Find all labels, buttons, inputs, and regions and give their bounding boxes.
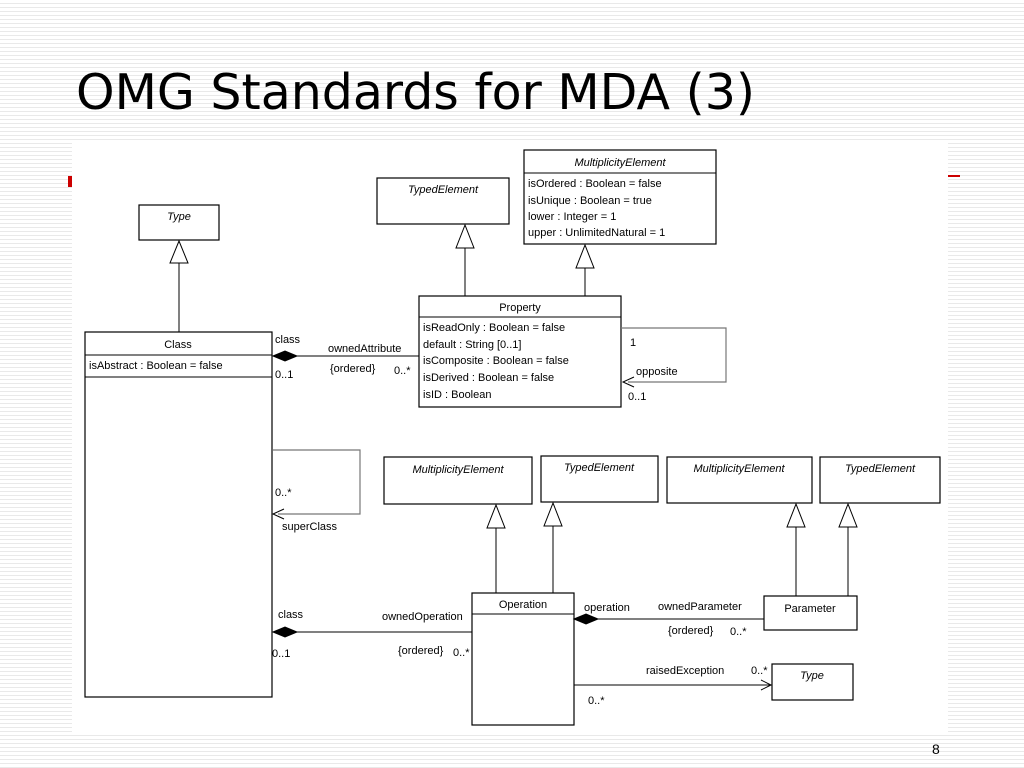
assoc-opposite-one: 1 bbox=[630, 337, 636, 349]
class-label: Class bbox=[164, 339, 192, 351]
assoc-class-mult-2: 0..1 bbox=[272, 648, 290, 660]
page-number: 8 bbox=[932, 741, 940, 757]
assoc-class-mult-1: 0..1 bbox=[275, 369, 293, 381]
assoc-raised-exception: raisedException bbox=[646, 665, 724, 677]
bullet-marker bbox=[68, 176, 74, 187]
assoc-opposite: opposite bbox=[636, 366, 678, 378]
multiplicity-attr-unique: isUnique : Boolean = true bbox=[528, 195, 652, 207]
assoc-owned-operation: ownedOperation bbox=[382, 611, 463, 623]
type-bottom-label: Type bbox=[800, 670, 824, 682]
class-attr-abstract: isAbstract : Boolean = false bbox=[89, 360, 223, 372]
type-top-class: Type bbox=[138, 204, 220, 241]
assoc-class-role-1: class bbox=[275, 334, 301, 346]
parameter-label: Parameter bbox=[784, 603, 836, 615]
param-typed-element-class: TypedElement bbox=[819, 456, 941, 504]
op-typed-label: TypedElement bbox=[564, 462, 635, 474]
associations bbox=[271, 327, 773, 691]
slide-title: OMG Standards for MDA (3) bbox=[76, 64, 756, 121]
assoc-ordered-2: {ordered} bbox=[398, 645, 444, 657]
assoc-ordered-1: {ordered} bbox=[330, 363, 376, 375]
op-multiplicity-element-class: MultiplicityElement bbox=[383, 456, 533, 505]
property-attr-default: default : String [0..1] bbox=[423, 339, 521, 351]
assoc-op-mult: 0..* bbox=[453, 647, 470, 659]
operation-label: Operation bbox=[499, 599, 547, 611]
property-attr-readonly: isReadOnly : Boolean = false bbox=[423, 322, 565, 334]
op-multiplicity-label: MultiplicityElement bbox=[412, 464, 504, 476]
param-typed-label: TypedElement bbox=[845, 463, 916, 475]
parameter-class: Parameter bbox=[763, 595, 858, 631]
typed-element-top-label: TypedElement bbox=[408, 184, 479, 196]
param-multiplicity-element-class: MultiplicityElement bbox=[666, 456, 813, 504]
multiplicity-attr-ordered: isOrdered : Boolean = false bbox=[528, 178, 662, 190]
assoc-opposite-mult: 0..1 bbox=[628, 391, 646, 403]
multiplicity-top-label: MultiplicityElement bbox=[574, 157, 666, 169]
assoc-attr-mult: 0..* bbox=[394, 365, 411, 377]
assoc-ordered-3: {ordered} bbox=[668, 625, 714, 637]
assoc-param-mult: 0..* bbox=[730, 626, 747, 638]
operation-class: Operation bbox=[471, 592, 575, 726]
property-attr-isid: isID : Boolean bbox=[423, 389, 491, 401]
typed-element-top-class: TypedElement bbox=[376, 177, 510, 225]
type-bottom-class: Type bbox=[771, 663, 854, 701]
assoc-raised-mult-1: 0..* bbox=[751, 665, 768, 677]
assoc-owned-parameter: ownedParameter bbox=[658, 601, 742, 613]
property-attr-derived: isDerived : Boolean = false bbox=[423, 372, 554, 384]
property-label: Property bbox=[499, 302, 541, 314]
assoc-operation-role: operation bbox=[584, 602, 630, 614]
generalizations bbox=[169, 223, 858, 596]
property-attr-composite: isComposite : Boolean = false bbox=[423, 355, 569, 367]
red-rule-right bbox=[944, 175, 960, 177]
op-typed-element-class: TypedElement bbox=[540, 455, 659, 503]
assoc-super-class: superClass bbox=[282, 521, 338, 533]
class-class: Class isAbstract : Boolean = false bbox=[84, 331, 273, 698]
uml-class-diagram: Type TypedElement MultiplicityElement is… bbox=[84, 149, 941, 726]
assoc-owned-attribute: ownedAttribute bbox=[328, 343, 401, 355]
assoc-raised-mult-2: 0..* bbox=[588, 695, 605, 707]
type-top-label: Type bbox=[167, 211, 191, 223]
multiplicity-element-top-class: MultiplicityElement isOrdered : Boolean … bbox=[523, 149, 717, 245]
assoc-super-mult: 0..* bbox=[275, 487, 292, 499]
assoc-class-role-2: class bbox=[278, 609, 304, 621]
param-multiplicity-label: MultiplicityElement bbox=[693, 463, 785, 475]
multiplicity-attr-lower: lower : Integer = 1 bbox=[528, 211, 616, 223]
multiplicity-attr-upper: upper : UnlimitedNatural = 1 bbox=[528, 227, 665, 239]
property-class: Property isReadOnly : Boolean = false de… bbox=[418, 295, 622, 408]
